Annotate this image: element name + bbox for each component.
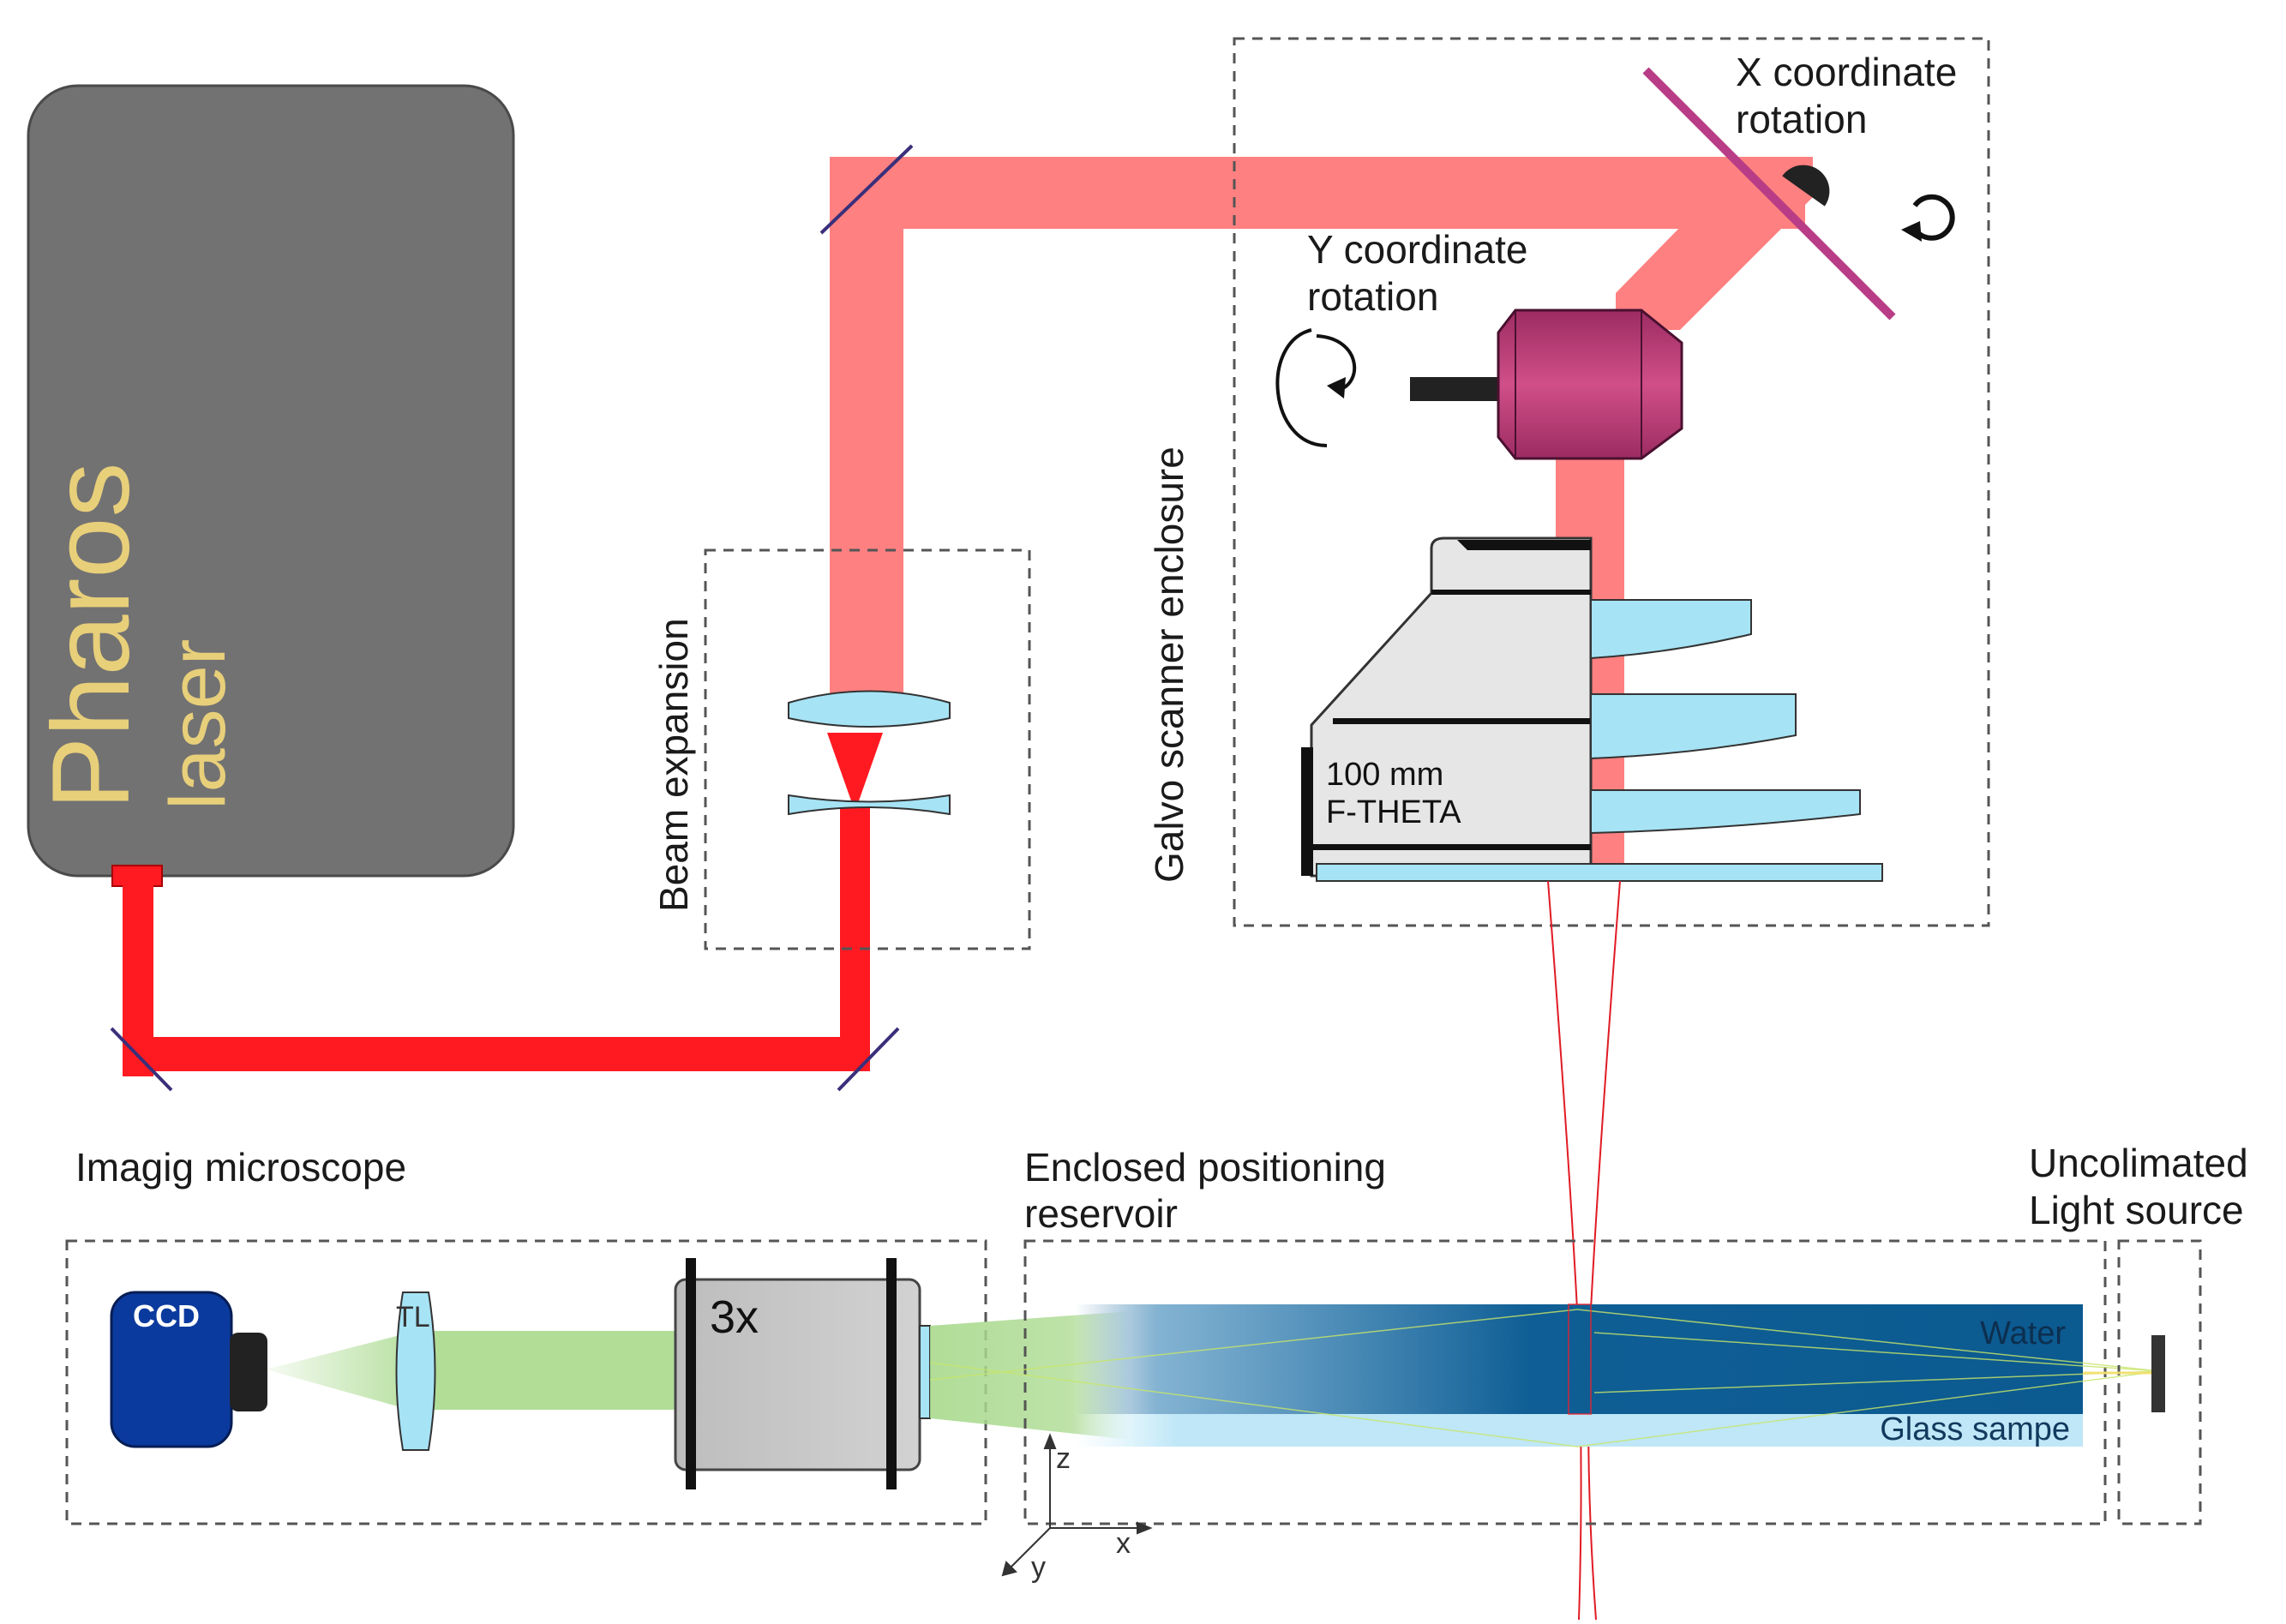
expansion-lens-concave bbox=[788, 794, 951, 816]
x-rotation-arrow-icon bbox=[1901, 194, 1955, 242]
water-label: Water bbox=[1980, 1315, 2066, 1351]
y-rotation-label-2: rotation bbox=[1307, 274, 1438, 319]
narrow-beam bbox=[123, 733, 883, 1076]
light-source-box bbox=[2117, 1239, 2202, 1525]
objective-3x: 3x bbox=[674, 1258, 931, 1489]
light-source-label-1: Uncolimated bbox=[2029, 1141, 2248, 1185]
glass-sample bbox=[1076, 1414, 2083, 1447]
ccd-camera: CCD bbox=[110, 1291, 267, 1448]
y-rotation-arrow-icon bbox=[1275, 328, 1357, 447]
mirror-bottom-left bbox=[110, 1027, 173, 1092]
axes-icon bbox=[1001, 1433, 1153, 1577]
beam-expansion-label: Beam expansion bbox=[651, 618, 696, 912]
tube-lens: TL bbox=[395, 1291, 436, 1451]
beam-expansion-box bbox=[704, 548, 1031, 950]
reservoir-label-1: Enclosed positioning bbox=[1024, 1145, 1386, 1190]
laser-body bbox=[27, 84, 515, 878]
ftheta-label-1: 100 mm bbox=[1326, 757, 1443, 793]
axis-x-label: x bbox=[1116, 1527, 1131, 1560]
focused-beam-left bbox=[1547, 880, 1582, 1621]
laser-name: Pharos bbox=[30, 462, 153, 810]
objective-label: 3x bbox=[710, 1291, 759, 1343]
f-theta-lens: 100 mm F-THETA bbox=[1301, 536, 1883, 882]
tube-lens-label: TL bbox=[396, 1301, 430, 1333]
laser-sub: laser bbox=[154, 639, 242, 810]
galvo-enclosure-box bbox=[1233, 37, 1990, 927]
imaging-microscope-label: Imagig microscope bbox=[75, 1145, 406, 1190]
y-scanner-galvo bbox=[1497, 309, 1683, 460]
mirror-top-left bbox=[819, 144, 914, 235]
wide-beam bbox=[830, 157, 1813, 870]
mirror-bottom-right bbox=[837, 1027, 900, 1092]
reservoir-box bbox=[1023, 1239, 2107, 1525]
axis-y-label: y bbox=[1031, 1551, 1046, 1584]
light-source-label-2: Light source bbox=[2029, 1188, 2244, 1232]
light-source bbox=[2151, 1335, 2165, 1412]
reservoir-label-2: reservoir bbox=[1024, 1191, 1178, 1236]
laser-output-port bbox=[111, 865, 163, 887]
water-layer bbox=[1076, 1304, 2083, 1414]
ccd-light-cone bbox=[266, 1333, 410, 1410]
galvo-enclosure-label: Galvo scanner enclosure bbox=[1147, 446, 1191, 883]
x-rotation-label-1: X coordinate bbox=[1736, 50, 1957, 94]
x-scanner-mirror bbox=[1642, 67, 1896, 321]
pharos-laser: Pharos laser bbox=[27, 84, 515, 887]
ccd-label: CCD bbox=[133, 1298, 200, 1333]
axis-z-label: z bbox=[1056, 1442, 1071, 1475]
expansion-lens-convex bbox=[788, 690, 951, 728]
x-scanner-motor bbox=[1782, 165, 1830, 207]
y-scanner-shaft bbox=[1410, 377, 1497, 401]
ftheta-label-2: F-THETA bbox=[1326, 794, 1461, 830]
imaging-microscope-box bbox=[65, 1239, 987, 1525]
laser-focus-zone bbox=[1568, 1303, 1592, 1415]
glass-label: Glass sampe bbox=[1880, 1411, 2070, 1447]
light-rays bbox=[929, 1309, 2161, 1447]
focused-beam-right bbox=[1587, 880, 1621, 1621]
imaging-light-tl bbox=[410, 1331, 686, 1410]
x-rotation-label-2: rotation bbox=[1736, 97, 1867, 141]
y-rotation-label-1: Y coordinate bbox=[1307, 227, 1527, 272]
